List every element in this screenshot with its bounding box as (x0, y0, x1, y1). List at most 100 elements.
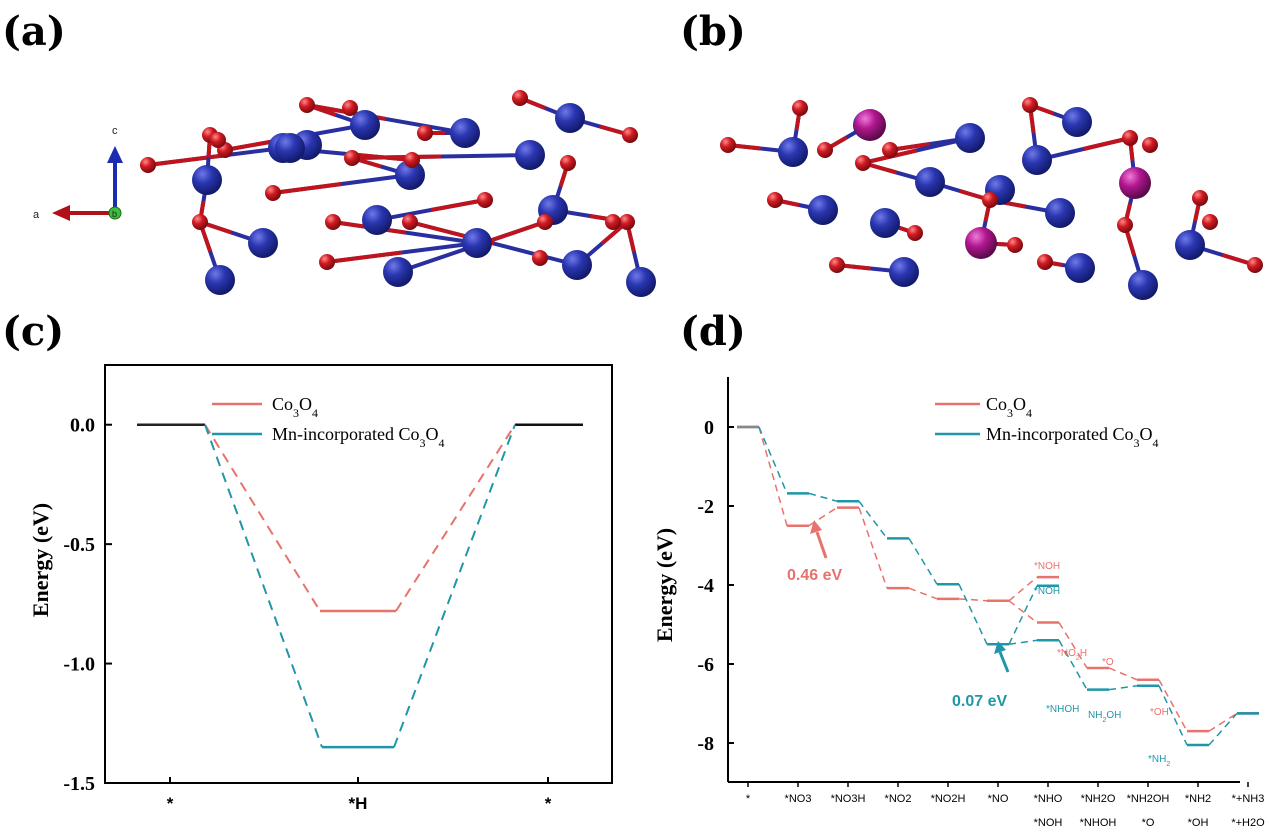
chart-d-ylabel: Energy (eV) (652, 528, 677, 642)
chart-d-legend: Co3O4 Mn-incorporated Co3O4 (935, 394, 1158, 450)
chart-c-connector-0 (395, 424, 516, 612)
oxygen-atom (325, 214, 341, 230)
label-oh: *OH (1150, 707, 1169, 718)
axis-a-label: a (33, 209, 40, 221)
chart-d-annotations: 0.46 eV 0.07 eV *NOH *NOH *NO2H *O *OH *… (787, 520, 1170, 768)
arrow-046 (815, 531, 828, 559)
oxygen-atom (1117, 217, 1133, 233)
panel-label-b: (b) (680, 8, 746, 55)
chart-d-connector-1 (1158, 685, 1188, 746)
crystal-structure-co3o4 (140, 90, 656, 297)
cobalt-atom (450, 118, 480, 148)
oxygen-atom (792, 100, 808, 116)
oxygen-atom (1202, 214, 1218, 230)
oxygen-atom (319, 254, 335, 270)
oxygen-atom (1192, 190, 1208, 206)
oxygen-atom (720, 137, 736, 153)
cobalt-atom (1062, 107, 1092, 137)
chart-d-xtick-label-top: *NO2 (885, 793, 912, 805)
oxygen-atom (140, 157, 156, 173)
arrow-007-head (994, 641, 1006, 654)
chart-d-xtick-label-top: *NH2O (1081, 793, 1116, 805)
chart-d-ytick-label: -4 (697, 575, 714, 597)
label-noh-co3o4: *NOH (1034, 561, 1060, 572)
arrow-046-head (810, 520, 822, 534)
chart-d-connector-1 (858, 500, 888, 539)
chart-d-xtick-label-bottom: *OH (1188, 817, 1209, 829)
chart-d-connector-1 (1008, 639, 1038, 645)
cobalt-atom (383, 257, 413, 287)
chart-d-connector-0 (958, 598, 988, 602)
label-no2h: *NO2H (1057, 648, 1087, 662)
oxygen-atom (605, 214, 621, 230)
oxygen-atom (560, 155, 576, 171)
cobalt-atom (778, 137, 808, 167)
cobalt-atom (955, 123, 985, 153)
oxygen-atom (907, 225, 923, 241)
chart-d-xtick-label-top: *NHO (1034, 793, 1063, 805)
oxygen-atom (882, 142, 898, 158)
oxygen-atom (342, 100, 358, 116)
axis-c-label: c (112, 125, 118, 137)
cobalt-atom (1065, 253, 1095, 283)
oxygen-atom (210, 132, 226, 148)
chart-d-xtick-label-top: *NO2H (931, 793, 966, 805)
arrow-007 (998, 651, 1010, 673)
crystal-bond (326, 250, 403, 264)
panel-label-d: (d) (680, 308, 746, 355)
legend-label-mn: Mn-incorporated Co3O4 (272, 424, 444, 450)
oxygen-atom (1037, 254, 1053, 270)
legend-label-co3o4-d: Co3O4 (986, 394, 1032, 420)
chart-d-connector-1 (1108, 684, 1138, 691)
oxygen-atom (344, 150, 360, 166)
chart-d-xtick-label-top: * (746, 793, 751, 805)
chart-d-xtick-label-bottom: *NHOH (1080, 817, 1117, 829)
cobalt-atom (555, 103, 585, 133)
oxygen-atom (532, 250, 548, 266)
cobalt-atom (205, 265, 235, 295)
oxygen-atom (417, 125, 433, 141)
chart-d-connector-0 (1008, 600, 1038, 624)
panel-label-a: (a) (2, 8, 66, 55)
label-noh-mn: *NOH (1034, 586, 1060, 597)
chart-d-ytick-label: -2 (697, 496, 714, 518)
chart-d-branch-connector-0 (1008, 576, 1038, 602)
cobalt-atom (808, 195, 838, 225)
oxygen-atom (767, 192, 783, 208)
chart-c-xtick-label: * (545, 794, 552, 813)
chart-c-ylabel: Energy (eV) (28, 503, 53, 617)
cobalt-atom (1045, 198, 1075, 228)
cobalt-atom (1022, 145, 1052, 175)
label-nhoh: *NHOH (1046, 704, 1079, 715)
oxygen-atom (855, 155, 871, 171)
chart-d-connector-1 (1058, 639, 1088, 691)
cobalt-atom (275, 133, 305, 163)
chart-d-xtick-label-bottom: *+H2O (1231, 817, 1265, 829)
cobalt-atom (889, 257, 919, 287)
cobalt-atom (515, 140, 545, 170)
chart-c-legend: Co3O4 Mn-incorporated Co3O4 (212, 394, 444, 450)
panel-label-c: (c) (2, 308, 64, 355)
cobalt-atom (395, 160, 425, 190)
chart-d-xtick-label-bottom: *NOH (1034, 817, 1063, 829)
chart-c-xtick-label: * (167, 794, 174, 813)
crystal-bond (430, 198, 486, 212)
chart-d-ytick-label: -6 (697, 654, 714, 676)
oxygen-atom (829, 257, 845, 273)
manganese-atom (965, 227, 997, 259)
cobalt-atom (915, 167, 945, 197)
oxygen-atom (192, 214, 208, 230)
oxygen-atom (537, 214, 553, 230)
cobalt-atom (350, 110, 380, 140)
oxygen-atom (299, 97, 315, 113)
manganese-atom (854, 109, 886, 141)
oxygen-atom (404, 152, 420, 168)
chart-d-xtick-label-top: *NO3 (785, 793, 812, 805)
oxygen-atom (622, 127, 638, 143)
chart-d-connector-0 (758, 426, 788, 526)
oxygen-atom (402, 214, 418, 230)
chart-d-connector-0 (1108, 667, 1138, 681)
chart-c-ytick-label: 0.0 (70, 415, 95, 437)
oxygen-atom (817, 142, 833, 158)
